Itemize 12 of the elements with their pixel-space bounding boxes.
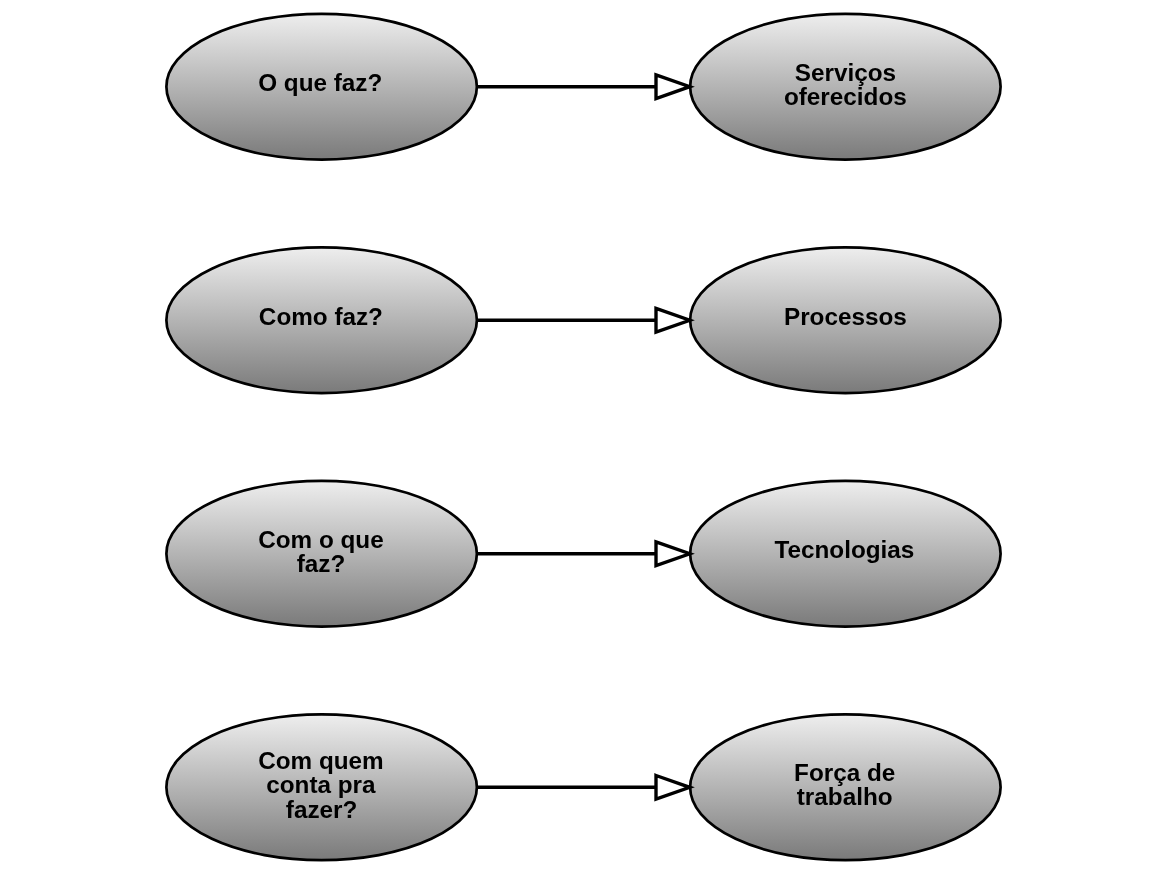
node-ellipse: Tecnologias — [688, 479, 1002, 628]
arrow — [476, 306, 695, 335]
node-ellipse: Serviços oferecidos — [688, 12, 1002, 161]
node-ellipse: O que faz? — [164, 12, 478, 161]
arrow — [476, 539, 695, 568]
arrow — [476, 773, 695, 802]
arrow — [476, 72, 695, 101]
node-ellipse: Como faz? — [164, 246, 478, 395]
node-ellipse: Com o que faz? — [164, 479, 478, 628]
node-ellipse: Processos — [688, 246, 1002, 395]
node-ellipse: Com quem conta pra fazer? — [164, 713, 478, 862]
node-ellipse: Força de trabalho — [688, 713, 1002, 862]
